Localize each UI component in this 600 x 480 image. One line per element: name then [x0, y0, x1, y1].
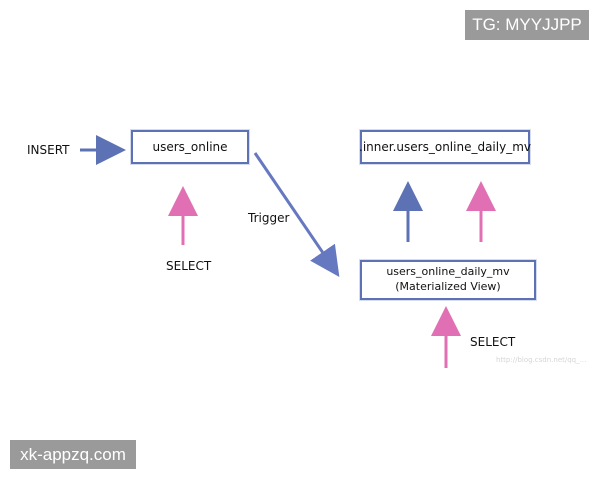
select-right-label: SELECT: [470, 335, 516, 349]
faint-url-watermark: http://blog.csdn.net/qq_...: [496, 356, 587, 364]
tg-watermark-overlay: TG: MYYJJPP: [465, 10, 589, 40]
trigger-label: Trigger: [248, 211, 290, 225]
node-mv-line1: users_online_daily_mv: [386, 265, 510, 279]
select-left-label: SELECT: [166, 259, 212, 273]
site-watermark-text: xk-appzq.com: [20, 444, 126, 464]
node-mv-line2: (Materialized View): [395, 280, 501, 293]
node-inner-users-online-daily-mv: .inner.users_online_daily_mv: [359, 130, 531, 164]
node-inner-mv-label: .inner.users_online_daily_mv: [359, 139, 531, 154]
trigger-arrow: [253, 152, 340, 277]
node-users-online-label: users_online: [152, 139, 228, 154]
node-users-online-daily-mv: users_online_daily_mv (Materialized View…: [360, 260, 536, 300]
insert-label: INSERT: [27, 143, 70, 157]
site-watermark-overlay: xk-appzq.com: [10, 440, 136, 469]
node-users-online: users_online: [131, 130, 249, 164]
tg-watermark-text: TG: MYYJJPP: [472, 15, 582, 34]
